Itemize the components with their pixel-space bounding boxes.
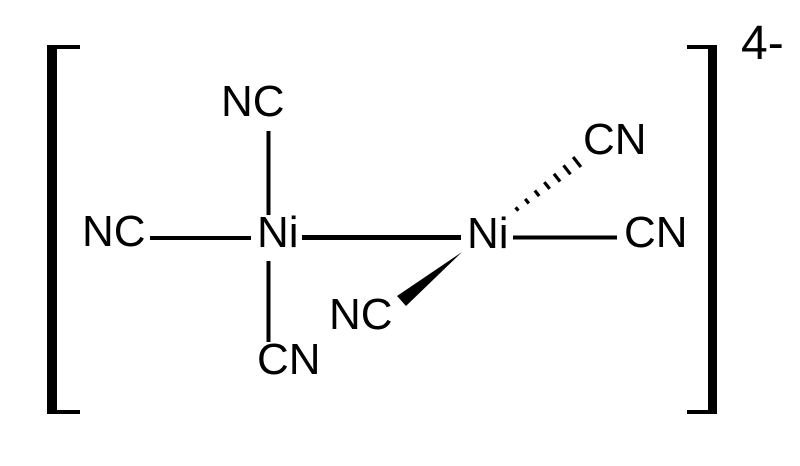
bond-hashed [514,156,583,212]
hash-mark [543,181,551,190]
ligand-label-wedge: NC [329,290,393,339]
hash-mark [514,206,520,212]
ligand-label-hashed: CN [583,115,647,164]
charge-superscript: 4- [741,17,784,70]
hash-mark [552,172,562,183]
hash-mark [562,164,572,176]
ligand-label-top: NC [221,77,285,126]
atom-label-ni-right: Ni [467,209,509,258]
ligand-label-right: CN [624,208,688,257]
bond-wedge [397,252,462,306]
right-square-bracket [687,45,717,414]
left-square-bracket [47,45,80,414]
hash-mark [533,189,541,198]
atom-label-ni-left: Ni [257,208,299,257]
ligand-label-left: NC [82,207,146,256]
ligand-label-bottom: CN [257,335,321,384]
hash-mark [571,156,583,168]
hash-mark [523,197,531,205]
